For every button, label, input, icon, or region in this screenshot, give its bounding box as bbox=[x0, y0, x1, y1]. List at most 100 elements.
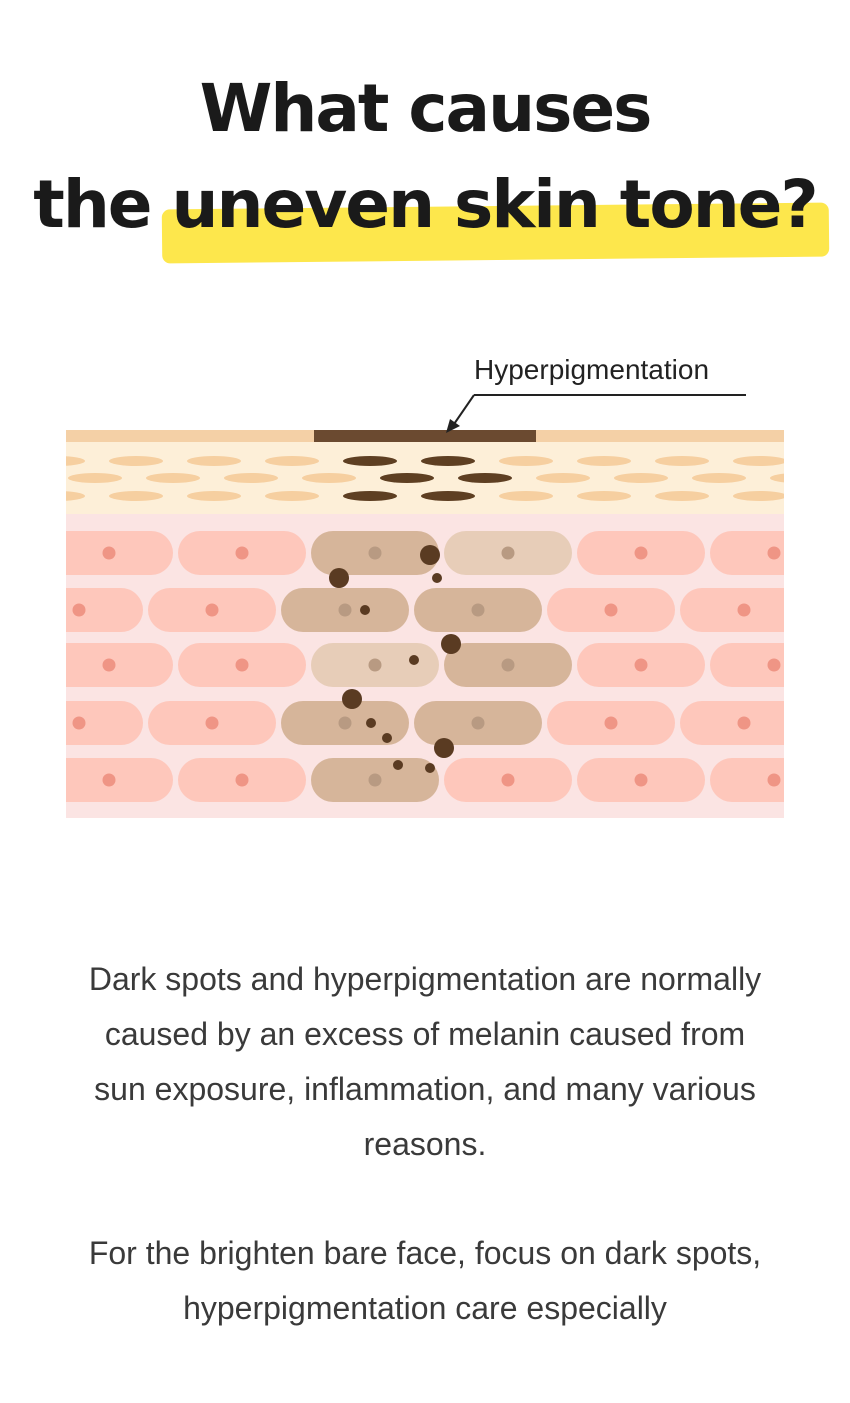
epidermis-cell bbox=[265, 491, 319, 501]
dermis-cell bbox=[813, 588, 850, 632]
dermis-cell bbox=[680, 588, 784, 632]
epidermis-cell bbox=[66, 456, 85, 466]
epidermis-cell bbox=[655, 456, 709, 466]
dermis-cell bbox=[0, 588, 10, 632]
paragraph-1-line: reasons. bbox=[363, 1126, 487, 1162]
cell-nucleus bbox=[205, 716, 219, 730]
hyperpigmentation-label: Hyperpigmentation bbox=[474, 354, 710, 385]
melanin-cell-dark bbox=[380, 473, 434, 483]
paragraph-1-line: sun exposure, inflammation, and many var… bbox=[94, 1071, 756, 1107]
melanin-cell-dark bbox=[458, 473, 512, 483]
dermis-cell bbox=[0, 758, 40, 802]
epidermis-cell bbox=[655, 491, 709, 501]
paragraph-1-line: Dark spots and hyperpigmentation are nor… bbox=[88, 961, 762, 997]
epidermis-cell bbox=[109, 491, 163, 501]
dermis-cell bbox=[66, 758, 173, 802]
melanin-granule bbox=[360, 605, 370, 615]
cell-nucleus bbox=[102, 773, 116, 787]
cell-nucleus bbox=[634, 658, 648, 672]
paragraph-2: For the brighten bare face, focus on dar… bbox=[20, 1226, 830, 1336]
dermis-cell bbox=[66, 588, 143, 632]
epidermis-cell bbox=[265, 456, 319, 466]
pigmented-cell-nucleus bbox=[368, 546, 382, 560]
dermis-cell bbox=[710, 531, 784, 575]
dermis-cell bbox=[680, 701, 784, 745]
cell-nucleus bbox=[767, 773, 781, 787]
pigmented-cell-nucleus bbox=[338, 716, 352, 730]
dermis-cell bbox=[66, 701, 143, 745]
skin-layers-diagram bbox=[0, 394, 850, 818]
paragraph-1-line: caused by an excess of melanin caused fr… bbox=[104, 1016, 746, 1052]
melanin-granule bbox=[420, 545, 440, 565]
cell-nucleus bbox=[501, 773, 515, 787]
heading-line-2: the uneven skin tone? bbox=[0, 172, 850, 238]
cell-nucleus bbox=[205, 603, 219, 617]
pigmented-cell-nucleus bbox=[501, 546, 515, 560]
pigmented-cell-nucleus bbox=[368, 658, 382, 672]
melanin-granule bbox=[432, 573, 442, 583]
cell-nucleus bbox=[235, 658, 249, 672]
epidermis-cell bbox=[224, 473, 278, 483]
heading-highlight: uneven skin tone? bbox=[171, 166, 819, 243]
dermis-cell bbox=[813, 701, 850, 745]
heading-line-2-prefix: the bbox=[33, 166, 172, 243]
melanin-granule bbox=[393, 760, 403, 770]
pigmented-cell-nucleus bbox=[338, 603, 352, 617]
epidermis-cell bbox=[499, 456, 553, 466]
cell-nucleus bbox=[604, 603, 618, 617]
epidermis-cell bbox=[499, 491, 553, 501]
dermis-cell bbox=[710, 758, 784, 802]
paragraph-1: Dark spots and hyperpigmentation are nor… bbox=[20, 952, 830, 1172]
melanin-cell-dark bbox=[343, 491, 397, 501]
melanin-cell-dark bbox=[421, 491, 475, 501]
dermis-cell bbox=[710, 643, 784, 687]
dermis-cell bbox=[0, 643, 40, 687]
melanin-cell-dark bbox=[421, 456, 475, 466]
dermis-cell bbox=[843, 531, 850, 575]
epidermis-cell bbox=[66, 491, 85, 501]
pigmented-cell-nucleus bbox=[368, 773, 382, 787]
cell-nucleus bbox=[634, 773, 648, 787]
heading-line-1: What causes bbox=[199, 70, 653, 147]
cell-nucleus bbox=[767, 658, 781, 672]
epidermis-cell bbox=[68, 473, 122, 483]
epidermis-cell bbox=[733, 456, 784, 466]
epidermis-cell bbox=[187, 491, 241, 501]
cell-nucleus bbox=[604, 716, 618, 730]
paragraph-2-line: hyperpigmentation care especially bbox=[183, 1290, 667, 1326]
pigmented-cell-nucleus bbox=[501, 658, 515, 672]
paragraph-2-line: For the brighten bare face, focus on dar… bbox=[88, 1235, 762, 1271]
epidermis-cell bbox=[733, 491, 784, 501]
cell-nucleus bbox=[737, 716, 751, 730]
melanin-granule bbox=[342, 689, 362, 709]
pigmented-cell-nucleus bbox=[471, 716, 485, 730]
dermis-cell bbox=[0, 531, 40, 575]
epidermis-cell bbox=[770, 473, 784, 483]
epidermis-cell bbox=[577, 491, 631, 501]
dermis-cell bbox=[843, 643, 850, 687]
epidermis-cell bbox=[577, 456, 631, 466]
melanin-granule bbox=[366, 718, 376, 728]
cell-nucleus bbox=[235, 773, 249, 787]
melanin-granule bbox=[441, 634, 461, 654]
cell-nucleus bbox=[235, 546, 249, 560]
dermis-cell bbox=[66, 643, 173, 687]
epidermis-cell bbox=[692, 473, 746, 483]
cell-nucleus bbox=[72, 603, 86, 617]
cell-nucleus bbox=[634, 546, 648, 560]
epidermis-cell bbox=[109, 456, 163, 466]
epidermis-cell bbox=[302, 473, 356, 483]
melanin-granule bbox=[329, 568, 349, 588]
melanin-granule bbox=[382, 733, 392, 743]
melanin-granule bbox=[409, 655, 419, 665]
pigmented-cell-nucleus bbox=[471, 603, 485, 617]
melanin-cell-dark bbox=[343, 456, 397, 466]
dermis-cell bbox=[843, 758, 850, 802]
cell-nucleus bbox=[102, 658, 116, 672]
callout-arrowhead bbox=[446, 419, 460, 433]
epidermis-cell bbox=[536, 473, 590, 483]
epidermis-cell bbox=[146, 473, 200, 483]
callout-arrow-line bbox=[451, 394, 475, 428]
dermis-cell bbox=[0, 701, 10, 745]
surface-dark-spot bbox=[314, 430, 536, 442]
